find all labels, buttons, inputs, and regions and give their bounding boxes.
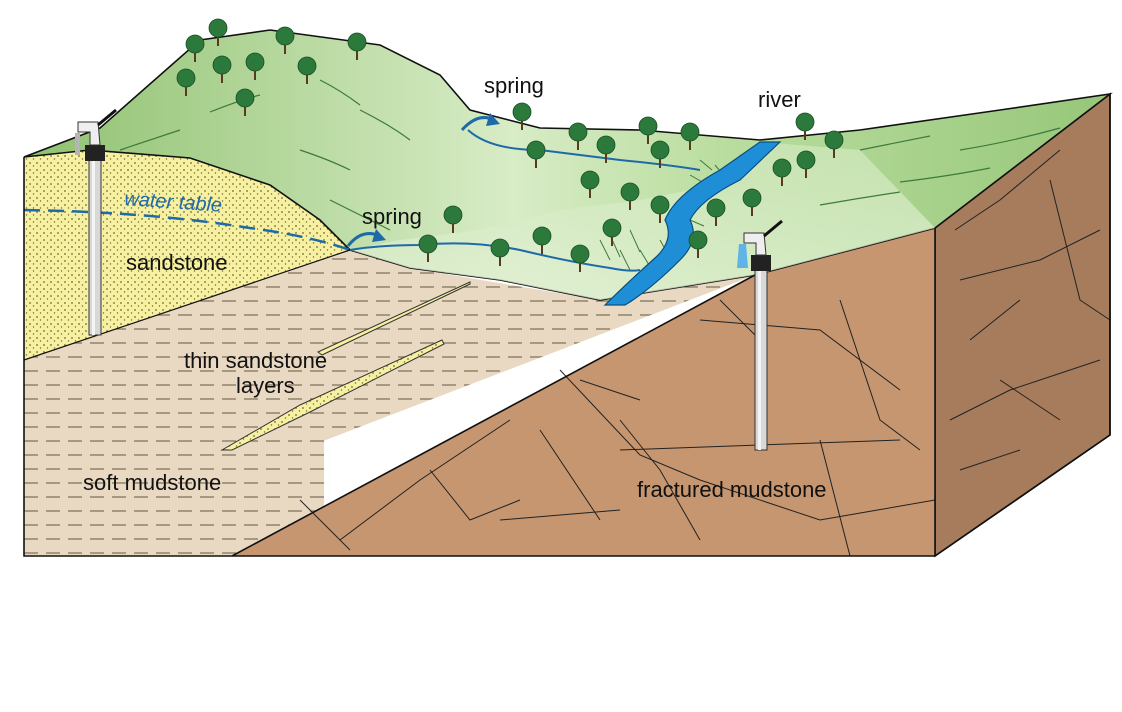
label-soft-mudstone: soft mudstone [83,470,221,495]
tree [650,195,670,215]
tree [570,244,590,264]
right-well [737,219,783,451]
spring-stream-left [349,242,641,272]
tree [526,140,546,160]
tree [347,32,367,52]
grass-hatching [119,79,1061,231]
block-outline [23,94,1111,557]
tree [443,205,463,225]
tree [602,218,622,238]
tree [796,150,816,170]
water-table-line [23,208,351,252]
thin-sandstone-layer-1 [317,281,471,356]
tree [208,18,228,38]
tree [235,88,255,108]
tree [185,34,205,54]
tree [742,188,762,208]
tree [688,230,708,250]
tree [580,170,600,190]
tree-trunks [185,37,835,272]
tree [297,56,317,76]
tree [795,112,815,132]
tree [638,116,658,136]
left-well [75,108,117,336]
tree [706,198,726,218]
thin-sandstone-layer-2 [220,339,445,451]
fracture-lines-side [949,149,1111,471]
label-thin-sandstone-2: layers [236,373,295,398]
label-sandstone: sandstone [126,250,228,275]
soft-mudstone-lower [24,360,324,556]
tree [772,158,792,178]
tree [512,102,532,122]
tree [568,122,588,142]
spring-stream-top [467,129,701,171]
spring-arrow-left [346,229,386,247]
tree [824,130,844,150]
tree [596,135,616,155]
tree [490,238,510,258]
tree [212,55,232,75]
tree [245,52,265,72]
sandstone-boundary [23,249,351,361]
river-channel [603,141,782,306]
sandstone-layer [24,150,350,360]
tree [532,226,552,246]
tree [680,122,700,142]
label-spring-left: spring [362,204,422,229]
tree [275,26,295,46]
spring-arrow-top [460,113,500,132]
water-flow-icon [737,244,748,268]
trees [176,18,844,264]
tree [620,182,640,202]
label-river: river [758,87,801,112]
valley-floor [350,142,935,300]
label-thin-sandstone-1: thin sandstone [184,348,327,373]
label-spring-top: spring [484,73,544,98]
tree [176,68,196,88]
label-fractured-mudstone: fractured mudstone [637,477,827,502]
tree [418,234,438,254]
tree [650,140,670,160]
